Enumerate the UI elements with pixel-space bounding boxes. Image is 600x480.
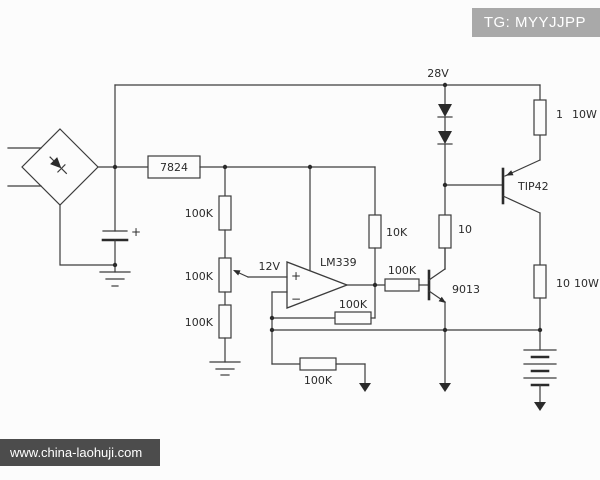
- resistor-divider-r3: [218, 304, 232, 339]
- output-resistor-power: 10W: [574, 277, 599, 290]
- opamp-plus-label: +: [291, 269, 301, 283]
- bridge-rectifier: [21, 128, 99, 206]
- divider-r1-label: 100K: [185, 207, 214, 220]
- ground-emitter: [439, 329, 451, 392]
- dc-rail-wires: [59, 84, 541, 266]
- ground-divider-icon: [209, 361, 241, 376]
- battery: [523, 329, 557, 411]
- bridge-diode-icon: [49, 156, 68, 175]
- diode-icon: [438, 131, 452, 144]
- resistor-divider-r1: [218, 195, 232, 231]
- opamp-supply-label: 12V: [258, 260, 280, 273]
- pnp-emitter-arrow-icon: [506, 170, 514, 176]
- emitter-resistor-value: 1: [556, 108, 563, 121]
- resistor-base: [384, 278, 420, 292]
- resistor-divider-r2: [218, 257, 232, 293]
- divider-chain: 100K 100K 100K: [185, 166, 232, 363]
- output-resistor-value: 10: [556, 277, 570, 290]
- capacitor-polarity-label: +: [131, 225, 141, 239]
- emitter-resistor-power: 10W: [572, 108, 597, 121]
- resistor-feedback: [334, 311, 372, 325]
- feedback-resistor-label: 100K: [339, 298, 368, 311]
- ground-resistor-label: 100K: [304, 374, 333, 387]
- transistor-9013: 9013: [427, 247, 480, 331]
- junction-dots: [112, 82, 543, 333]
- divider-r3-label: 100K: [185, 316, 214, 329]
- output-resistor: 10 10W: [533, 264, 599, 331]
- opamp-name-label: LM339: [320, 256, 357, 269]
- watermark-bottom-left: www.china-laohuji.com: [0, 439, 161, 466]
- opamp-minus-label: −: [291, 292, 301, 306]
- comparator-lm339: + − 12V LM339: [233, 166, 357, 365]
- ground-capacitor-icon: [99, 271, 131, 287]
- divider-r2-label: 100K: [185, 270, 214, 283]
- drive-resistor: 10: [438, 184, 472, 270]
- regulator-label: 7824: [160, 161, 188, 174]
- pnp-label: TIP42: [517, 180, 549, 193]
- series-diodes: 28V: [427, 67, 453, 186]
- battery-terminal-arrow-icon: [534, 402, 546, 411]
- diode-icon: [438, 104, 452, 117]
- rail-voltage-label: 28V: [427, 67, 449, 80]
- emitter-resistor: 1 10W: [533, 84, 597, 136]
- transistor-tip42: TIP42: [444, 134, 549, 266]
- base-resistor-label: 100K: [388, 264, 417, 277]
- output-network: 100K 100K 100K: [271, 264, 541, 392]
- ac-input-wires: [7, 147, 42, 187]
- drive-resistor-label: 10: [458, 223, 472, 236]
- npn-emitter-arrow-icon: [438, 296, 446, 303]
- ground-arrow-icon: [359, 383, 371, 392]
- pullup-label: 10K: [386, 226, 408, 239]
- regulator-7824: 7824: [147, 155, 376, 179]
- resistor-ground-leg: [299, 357, 337, 371]
- watermark-top-right: TG: MYYJJPP: [471, 8, 600, 37]
- ground-arrow-icon: [439, 383, 451, 392]
- npn-label: 9013: [452, 283, 480, 296]
- pullup-resistor: 10K: [368, 166, 408, 286]
- wiper-arrow-icon: [233, 270, 241, 276]
